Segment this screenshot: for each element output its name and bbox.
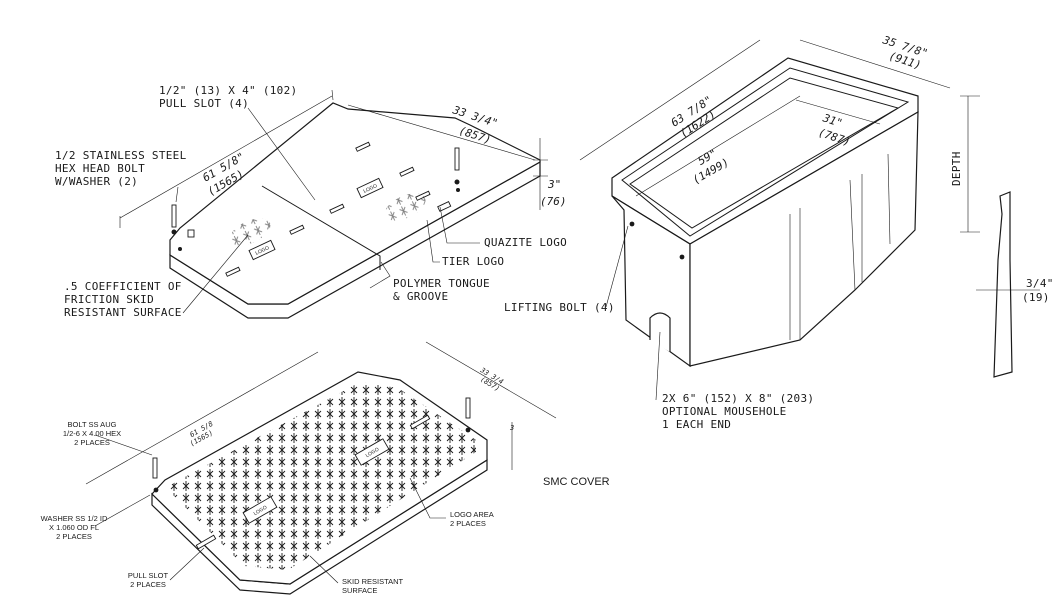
- smc-logo-area-label-2: 2 PLACES: [450, 519, 486, 528]
- wall-mm: (19): [1022, 291, 1050, 304]
- smc-skid-label-2: SURFACE: [342, 586, 377, 595]
- smc-washer-label-1: WASHER SS 1/2 ID: [41, 514, 108, 523]
- cover-logo-left: LOGO: [248, 239, 276, 261]
- box-inner-rim: [621, 67, 910, 237]
- friction-label-2: FRICTION SKID: [64, 293, 154, 306]
- depth-label: DEPTH: [950, 151, 963, 186]
- pull-slot-label-1: 1/2" (13) X 4" (102): [159, 84, 297, 97]
- smc-logo-area-label-1: LOGO AREA: [450, 510, 494, 519]
- smc-washer-label-2: X 1.060 OD FL: [49, 523, 99, 532]
- logo-text: LOGO: [255, 245, 271, 257]
- smc-pullslot-label-2: 2 PLACES: [130, 580, 166, 589]
- smc-pull-slot: [195, 534, 217, 550]
- smc-bolt: [465, 397, 471, 419]
- friction-label-3: RESISTANT SURFACE: [64, 306, 182, 319]
- box-body-drawing: 63 7/8" (1622) 35 7/8" (911) 59" (1499) …: [504, 33, 1054, 431]
- lifting-bolt-mark: [629, 221, 635, 227]
- bolt-label-3: W/WASHER (2): [55, 175, 138, 188]
- bolt-label-1: 1/2 STAINLESS STEEL: [55, 149, 187, 162]
- smc-bolt: [152, 457, 158, 479]
- logo-text: LOGO: [363, 183, 379, 195]
- smc-skid-pattern: [168, 382, 476, 570]
- pull-slot-label-2: PULL SLOT (4): [159, 97, 249, 110]
- polymer-label-2: & GROOVE: [393, 290, 448, 303]
- wall-value: 3/4": [1026, 277, 1054, 290]
- quazite-logo-mark: [437, 201, 452, 212]
- smc-pullslot-label-1: PULL SLOT: [128, 571, 169, 580]
- smc-length-dim-line: [85, 351, 319, 485]
- smc-washer-label-3: 2 PLACES: [56, 532, 92, 541]
- depth-dim-line: [960, 95, 980, 233]
- smc-thick-value: 3: [509, 424, 514, 432]
- cover-logo-right: LOGO: [356, 177, 384, 199]
- inner-width-value: 31": [820, 111, 844, 130]
- lifting-bolt-mark: [679, 254, 685, 260]
- lifting-bolt-label: LIFTING BOLT (4): [504, 301, 615, 314]
- thickness-dim-mm: (76): [540, 195, 567, 208]
- smc-cover-title: SMC COVER: [543, 476, 610, 488]
- skid-patch-left: [229, 218, 271, 246]
- polymer-label-1: POLYMER TONGUE: [393, 277, 490, 290]
- smc-bolt-label-1: BOLT SS AUG: [68, 420, 117, 429]
- pull-slot-leader: [247, 107, 316, 201]
- smc-width-dim-line: [425, 341, 557, 419]
- width-dim-line: [347, 104, 536, 161]
- smc-logo-left: LOGO: [242, 496, 278, 524]
- panel-seam: [261, 185, 381, 270]
- outer-length-dim-line: [579, 39, 761, 161]
- thickness-dim-line: [533, 138, 548, 210]
- tier-logo-label: TIER LOGO: [442, 255, 504, 268]
- smc-cover-drawing: LOGO LOGO 61 5/8 (1565) 33 3/4 (857) 3 S…: [41, 341, 610, 595]
- smc-bolt-label-3: 2 PLACES: [74, 438, 110, 447]
- thickness-dim-value: 3": [547, 178, 561, 191]
- mousehole-label-1: 2X 6" (152) X 8" (203): [662, 392, 814, 405]
- tier-logo-mark: [187, 229, 195, 238]
- friction-label-1: .5 COEFFICIENT OF: [64, 280, 182, 293]
- mousehole-label-3: 1 EACH END: [662, 418, 731, 431]
- quazite-logo-label: QUAZITE LOGO: [484, 236, 567, 249]
- mousehole-label-2: OPTIONAL MOUSEHOLE: [662, 405, 787, 418]
- bolt-label-2: HEX HEAD BOLT: [55, 162, 145, 175]
- length-dim-line: [119, 95, 333, 219]
- smc-logo-right: LOGO: [354, 438, 390, 466]
- inner-length-dim-line: [635, 95, 801, 197]
- cover-bolts: [171, 147, 460, 251]
- inner-width-dim-line: [795, 99, 881, 125]
- smc-skid-label-1: SKID RESISTANT: [342, 577, 404, 586]
- skid-patch-right: [384, 193, 426, 221]
- outer-width-dim-line: [799, 39, 951, 89]
- wall-section: [993, 191, 1013, 378]
- smc-pull-slot: [409, 414, 431, 430]
- smc-bolt-label-2: 1/2-6 X 4.00 HEX: [63, 429, 121, 438]
- concrete-cover-drawing: LOGO LOGO 1/2" (13) X 4" (10: [55, 84, 567, 319]
